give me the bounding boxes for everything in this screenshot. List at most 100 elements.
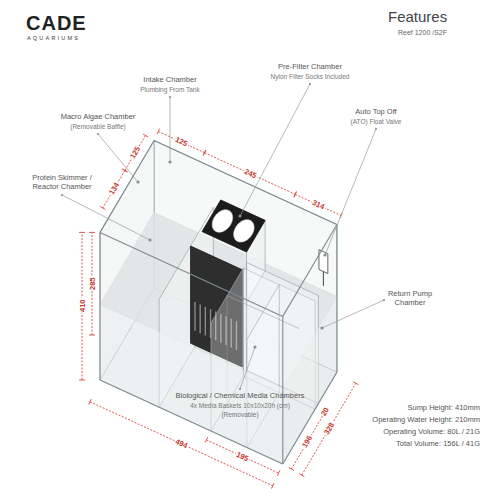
callout-heading: Biological / Chemical Media Chambers	[176, 392, 305, 401]
dimension-line	[125, 135, 146, 170]
dimension-tick	[157, 129, 160, 134]
leader-dot	[61, 194, 63, 196]
spec-line: Operating Volume: 80L / 21G	[383, 428, 480, 437]
leader-dot	[168, 160, 171, 163]
spec-line: Total Volume: 156L / 41G	[396, 440, 480, 449]
dimension-line	[302, 383, 356, 475]
dimension-value: 196	[301, 433, 315, 449]
dimension-value: 328	[322, 421, 336, 437]
dimension-value: 195	[234, 450, 250, 463]
dimension-value: 20	[320, 405, 332, 418]
dimension-value: 314	[310, 198, 326, 211]
sump-drawing	[100, 141, 337, 464]
filter-sock-hole	[234, 220, 255, 242]
callout-heading: Auto Top Off	[355, 108, 396, 117]
leader-dot	[323, 253, 326, 256]
leader-line	[62, 195, 150, 240]
callout-note: 4x Media Baskets 10x10x20h (cm)	[190, 402, 290, 409]
dimension-line	[103, 170, 125, 208]
callout-note: Nylon Filter Socks Included	[271, 73, 350, 80]
callout-note: (ATO) Float Valve	[351, 118, 402, 125]
leader-dot	[309, 83, 311, 85]
leader-dot	[148, 238, 151, 241]
dimension-tick	[79, 232, 85, 233]
logo-subtext: AQUARIUMS	[27, 35, 80, 41]
dimension-tick	[122, 169, 127, 172]
baffle-slot	[199, 304, 200, 333]
dimension-tick	[203, 150, 206, 155]
dimension-lines	[79, 129, 358, 489]
leader-line	[240, 84, 310, 216]
leader-dot	[97, 133, 99, 135]
dimension-tick	[79, 380, 85, 381]
leader-line	[322, 300, 384, 328]
callout-heading: Macro Algae Chamber	[61, 113, 136, 122]
leader-dot	[383, 299, 385, 301]
dimension-value: 125	[128, 145, 142, 161]
glass-edge	[282, 316, 283, 464]
dimension-tick	[277, 470, 280, 475]
leader-dot	[136, 180, 139, 183]
dimension-tick	[299, 474, 304, 477]
glass-edge	[283, 372, 337, 464]
baffle-slot	[205, 307, 206, 336]
media-divider-edge	[227, 296, 299, 329]
leader-lines	[61, 83, 385, 390]
dimension-value: 125	[173, 136, 189, 149]
dimension-line	[206, 440, 278, 473]
callout-heading: Pre-Filter Chamber	[278, 63, 342, 72]
dimension-tick	[89, 232, 95, 233]
callout-heading: Return Pump Chamber	[383, 290, 438, 307]
dimension-tick	[100, 206, 105, 209]
callout-note: (Removable Baffle)	[70, 123, 126, 130]
glass-edge	[283, 225, 337, 317]
filter-sock-plate	[202, 200, 265, 252]
dimension-value: 494	[173, 437, 189, 450]
glass-edge	[99, 232, 100, 380]
water-side	[283, 297, 337, 464]
callout-note: (Removable)	[221, 411, 258, 418]
dimension-tick	[122, 169, 127, 172]
dimension-value: 410	[78, 299, 86, 314]
dimension-tick	[143, 134, 148, 137]
dimension-value: 134	[107, 181, 121, 197]
model-name: Reef 1200 /S2F	[398, 29, 447, 37]
callout-heading: Protein Skimmer / Reactor Chamber	[22, 174, 102, 191]
leader-line	[170, 97, 171, 162]
dimension-tick	[89, 399, 92, 404]
filter-sock-hole	[212, 210, 233, 232]
leader-line	[240, 347, 255, 389]
ato-stem	[323, 272, 324, 286]
dimension-line	[291, 414, 323, 469]
glass-edge	[154, 141, 337, 225]
dimension-tick	[294, 192, 297, 197]
callout-heading: Intake Chamber	[143, 76, 196, 85]
leader-dot	[375, 128, 377, 130]
dimension-line	[158, 131, 204, 152]
dimension-tick	[89, 335, 95, 336]
dimension-line	[205, 153, 296, 195]
dimension-tick	[205, 437, 208, 442]
logo-text: CADE	[26, 12, 87, 35]
glass-edge	[336, 225, 337, 373]
leader-dot	[320, 326, 323, 329]
dimension-value: 245	[242, 167, 258, 180]
leader-dot	[238, 214, 241, 217]
dimension-value: 285	[88, 276, 96, 291]
leader-dot	[169, 96, 171, 98]
dimension-line	[90, 402, 273, 486]
dimension-line	[295, 194, 341, 215]
water-front	[100, 304, 283, 464]
dimension-tick	[289, 468, 294, 471]
dimension-tick	[271, 483, 274, 488]
glass-edge	[100, 232, 283, 316]
leader-dot	[239, 388, 241, 390]
leader-line	[325, 129, 376, 255]
spec-line: Operating Water Height: 210mm	[372, 416, 480, 425]
spec-line: Sump Height: 410mm	[407, 404, 480, 413]
callout-note: Plumbing From Tank	[140, 86, 200, 93]
leader-dot	[253, 345, 256, 348]
dimension-tick	[353, 382, 358, 385]
